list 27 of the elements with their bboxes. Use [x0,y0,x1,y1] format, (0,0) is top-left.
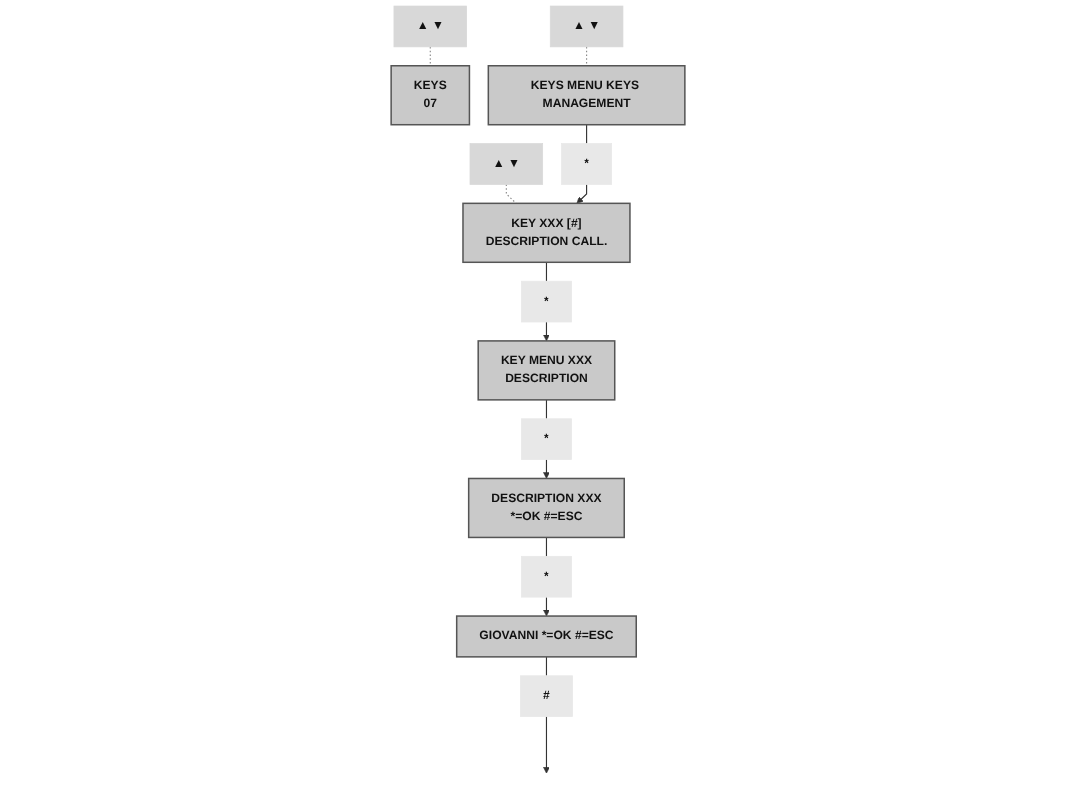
node-box [521,280,572,323]
node-box [455,615,637,658]
node-box [477,340,616,401]
node-box [520,675,573,717]
node-box [393,5,467,48]
node-box [469,143,544,185]
node-box [390,65,471,126]
node-box [467,477,625,539]
arrow [543,321,550,342]
node-box [521,418,572,460]
connector [505,183,517,204]
connector [429,46,431,67]
arrow [543,459,550,479]
arrow [543,596,550,617]
node-box [561,143,612,185]
connector [586,46,588,67]
node-box [487,65,686,126]
connector [545,261,548,282]
arrow [543,716,550,774]
connector [545,399,548,420]
arrow [576,183,588,204]
connector [545,536,548,557]
node-box [462,202,631,264]
connector [586,124,588,145]
node-box [549,5,624,48]
connector [545,656,548,677]
node-box [521,555,572,598]
